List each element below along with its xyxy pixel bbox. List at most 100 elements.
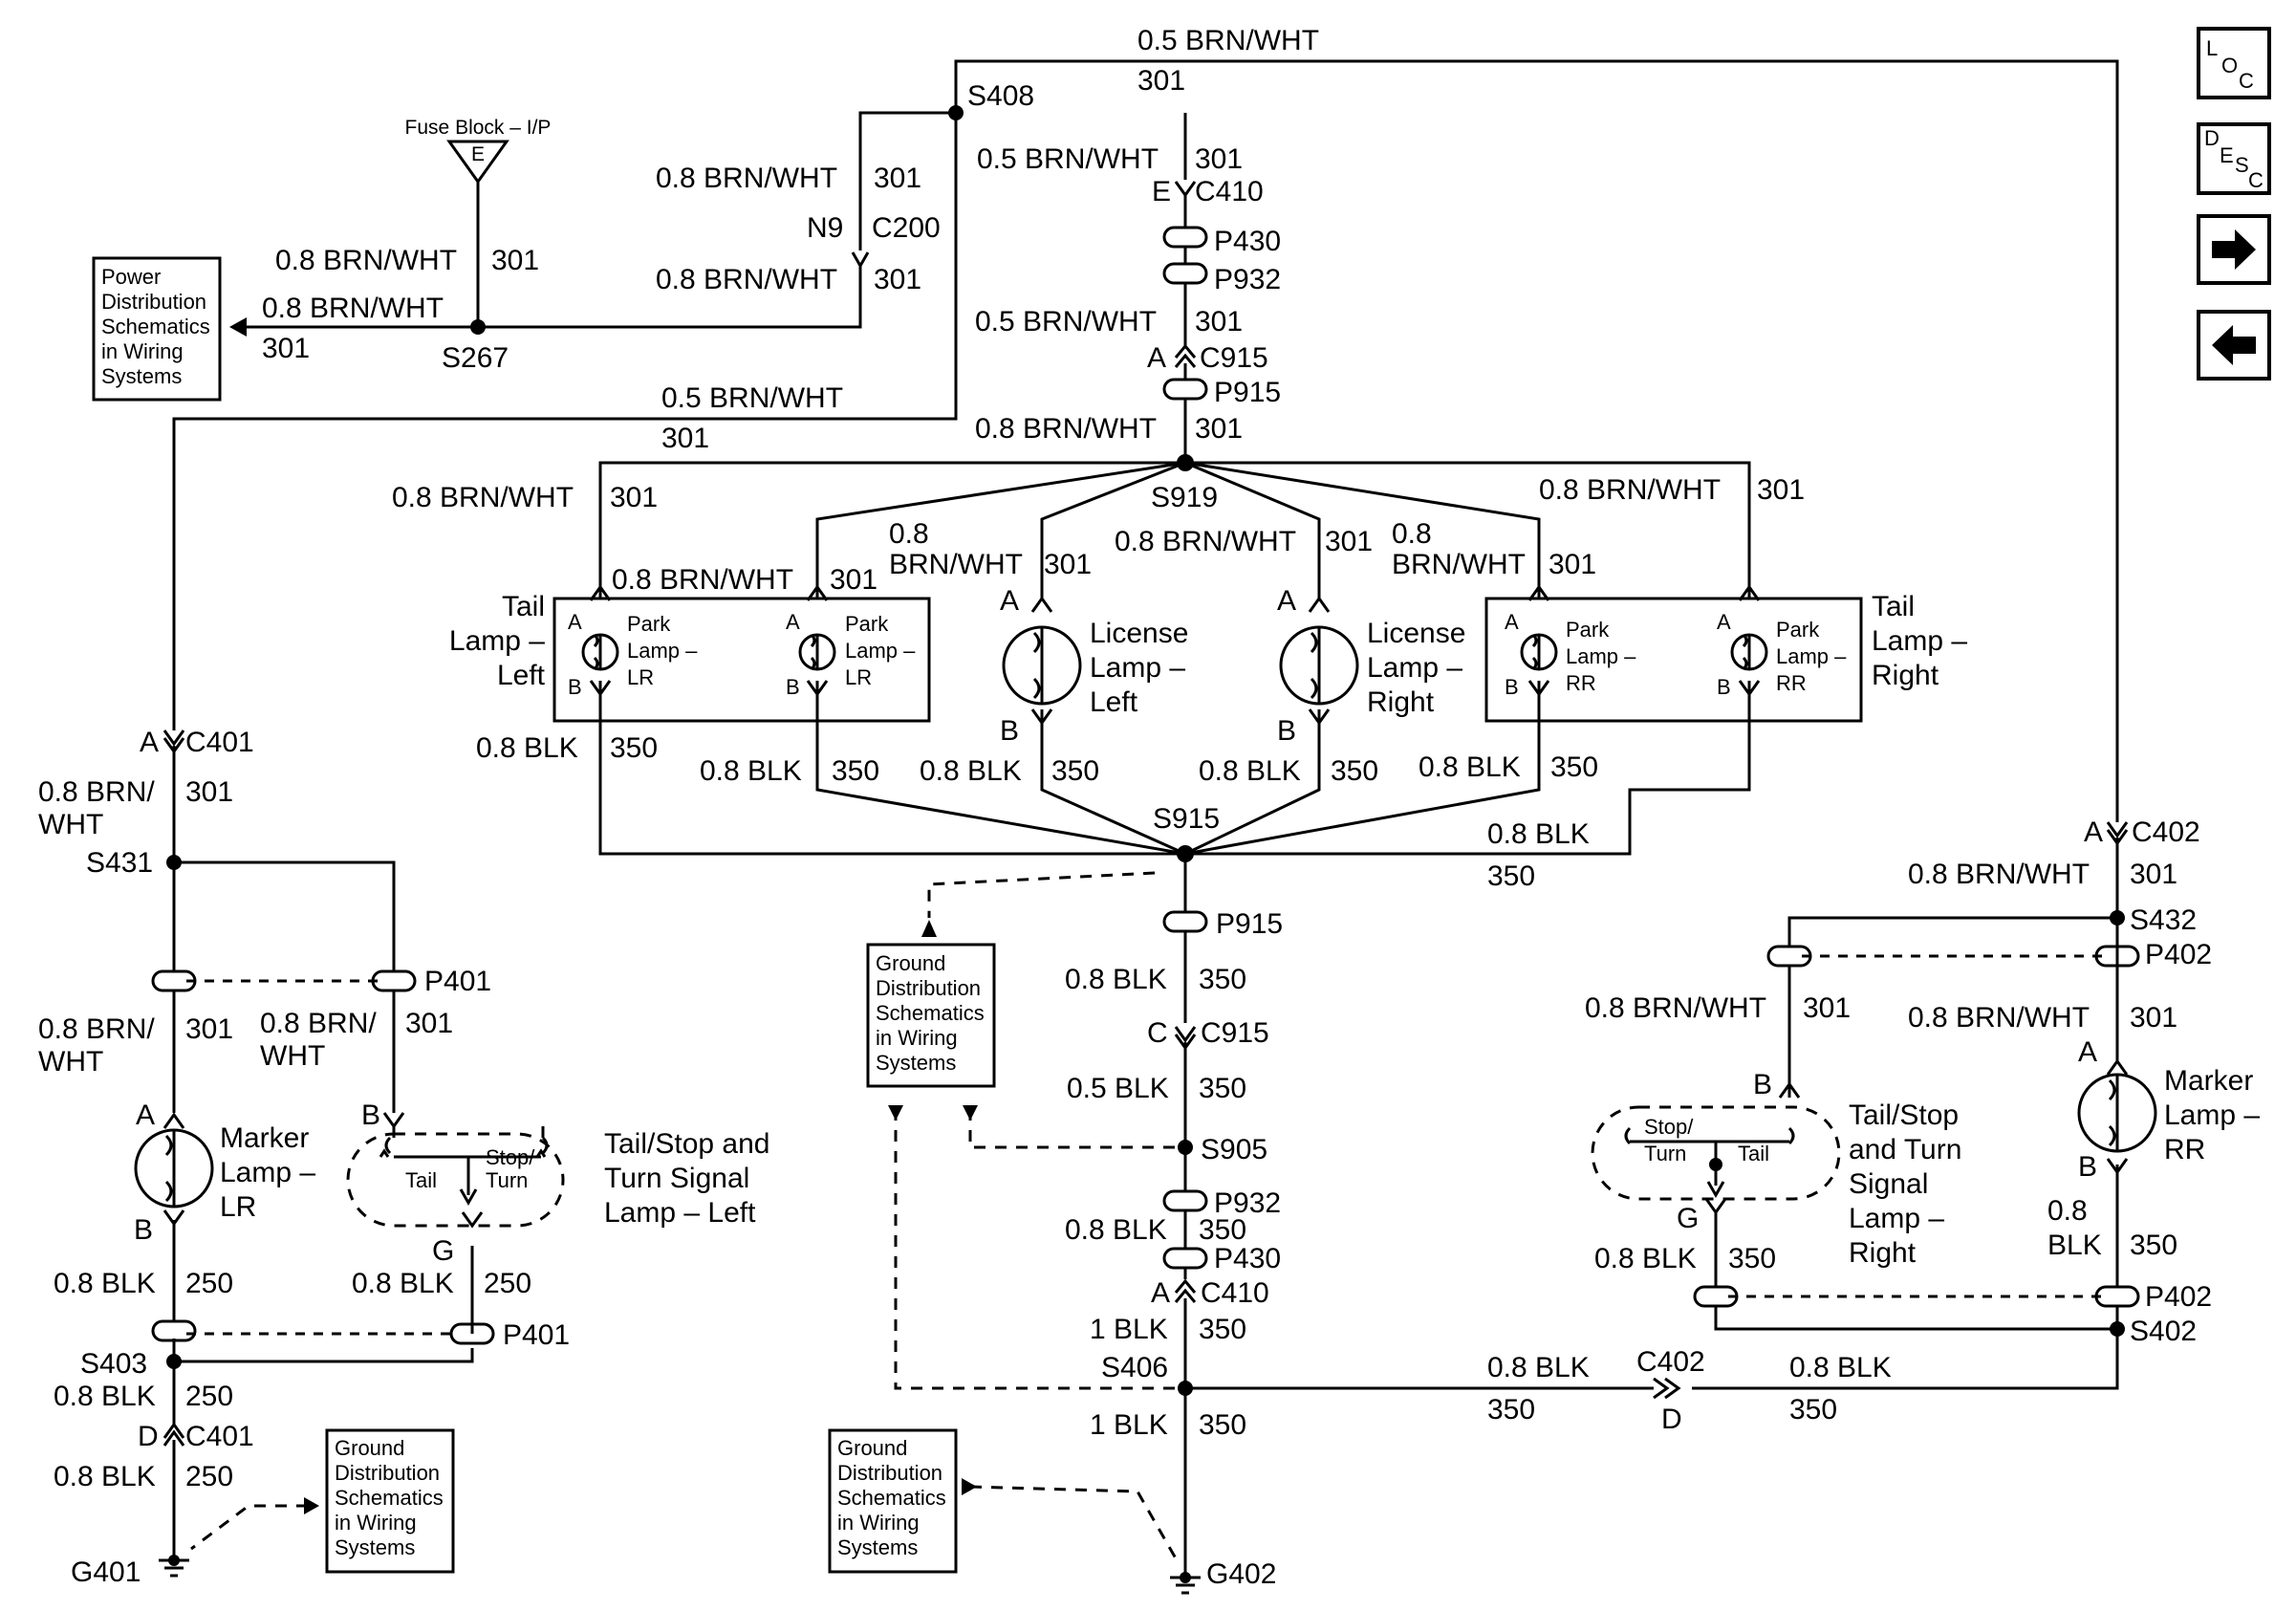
connector-label: C915 bbox=[1200, 342, 1268, 374]
circuit-label: 301 bbox=[262, 333, 310, 364]
circuit-label: 350 bbox=[1550, 751, 1598, 783]
circuit-label: 350 bbox=[832, 755, 879, 787]
pin-label: A bbox=[136, 1099, 155, 1131]
tail-lamp-right-label: Tail bbox=[1872, 591, 1915, 622]
wire-label: 0.8 BRN/ bbox=[260, 1008, 377, 1039]
connector-label: P401 bbox=[424, 966, 491, 997]
circuit-label: 350 bbox=[1331, 755, 1378, 787]
ref-line: Distribution bbox=[876, 976, 981, 1000]
wire-label: BRN/WHT bbox=[889, 549, 1023, 580]
connector-label: C410 bbox=[1201, 1277, 1269, 1309]
circuit-label: 301 bbox=[1137, 65, 1185, 97]
connector-label: P402 bbox=[2145, 939, 2212, 970]
pin-label: E bbox=[1152, 176, 1171, 207]
wire-label: 0.8 bbox=[2047, 1195, 2088, 1227]
next-button[interactable] bbox=[2197, 214, 2271, 285]
connector-marks bbox=[151, 181, 2140, 1447]
splice-dots bbox=[166, 105, 2125, 1396]
arrow-right-icon bbox=[2212, 229, 2256, 270]
pin-label: A bbox=[786, 610, 800, 634]
pin-label: B bbox=[361, 1099, 380, 1131]
wire-label: 0.5 BRN/WHT bbox=[975, 306, 1157, 337]
pin-label: D bbox=[138, 1421, 159, 1452]
splice-label: S905 bbox=[1201, 1134, 1267, 1165]
pin-label: C bbox=[1147, 1017, 1168, 1049]
stop-label: Stop/ bbox=[1644, 1115, 1694, 1139]
circuit-label: 350 bbox=[1199, 1409, 1246, 1441]
tail-stop-turn-lamps bbox=[346, 1081, 1841, 1229]
circuit-label: 301 bbox=[1757, 474, 1805, 506]
marker-lamp-lr-label: Lamp – bbox=[220, 1157, 315, 1188]
connector-label: P430 bbox=[1214, 1243, 1281, 1274]
arrow-left-icon bbox=[2212, 325, 2256, 365]
circuit-label: 350 bbox=[610, 732, 658, 764]
fuse-block-label: Fuse Block – I/P bbox=[405, 117, 552, 139]
license-lamp-right-label: License bbox=[1367, 618, 1465, 649]
circuit-label: 350 bbox=[1199, 1073, 1246, 1104]
park-lamp-lr-label: LR bbox=[845, 665, 872, 689]
tail-lamp-right-label: Lamp – bbox=[1872, 625, 1967, 657]
prev-button[interactable] bbox=[2197, 310, 2271, 381]
park-lamp-rr-label: RR bbox=[1566, 671, 1596, 695]
pin-label: G bbox=[432, 1235, 454, 1267]
ref-line: Schematics bbox=[876, 1001, 985, 1025]
pin-label: A bbox=[1151, 1277, 1170, 1309]
svg-text:O: O bbox=[2221, 54, 2238, 77]
splice-label: S267 bbox=[442, 342, 509, 374]
wire-label: 1 BLK bbox=[1090, 1409, 1168, 1441]
ref-line: Schematics bbox=[837, 1486, 946, 1510]
ref-line: Systems bbox=[876, 1051, 956, 1075]
connector-label: P915 bbox=[1214, 377, 1281, 408]
pin-label: A bbox=[2084, 816, 2103, 848]
fuse-pin: E bbox=[471, 143, 485, 165]
wire-label: 0.8 BLK bbox=[1594, 1243, 1697, 1274]
ref-line: Systems bbox=[101, 364, 182, 388]
pin-label: B bbox=[786, 675, 800, 699]
circuit-label: 301 bbox=[1325, 526, 1373, 557]
wire-label: 0.8 BRN/WHT bbox=[656, 163, 837, 194]
labels: 0.5 BRN/WHT 301 S408 0.5 BRN/WHT 301 E C… bbox=[38, 25, 2260, 1590]
pin-label: N9 bbox=[807, 212, 843, 244]
wire-label: 0.8 BLK bbox=[54, 1268, 156, 1299]
circuit-label: 301 bbox=[2130, 859, 2177, 890]
wire-label: 0.8 BRN/WHT bbox=[1539, 474, 1721, 506]
license-lamps bbox=[1002, 596, 1359, 726]
marker-lamp-rr-label: Lamp – bbox=[2164, 1099, 2260, 1131]
park-lamp-rr-label: RR bbox=[1776, 671, 1807, 695]
circuit-label: 301 bbox=[874, 264, 921, 295]
wire-label: 0.8 BLK bbox=[54, 1381, 156, 1412]
circuit-label: 301 bbox=[1549, 549, 1596, 580]
ground-distribution-ref-center[interactable]: Ground Distribution Schematics in Wiring… bbox=[866, 943, 996, 1088]
power-distribution-ref[interactable]: Power Distribution Schematics in Wiring … bbox=[92, 256, 222, 402]
wire-label: 0.8 bbox=[889, 518, 929, 550]
circuit-label: 250 bbox=[484, 1268, 531, 1299]
tail-stop-turn-left-label: Lamp – Left bbox=[604, 1197, 756, 1229]
circuit-label: 301 bbox=[185, 1013, 233, 1045]
wire-label: 0.8 BLK bbox=[1487, 818, 1590, 850]
ref-line: Schematics bbox=[335, 1486, 444, 1510]
connector-label: P430 bbox=[1214, 226, 1281, 257]
splice-label: S431 bbox=[86, 847, 153, 879]
wire-label: 0.8 BRN/ bbox=[38, 1013, 155, 1045]
park-lamp-lr-label: Lamp – bbox=[627, 639, 698, 663]
circuit-label: 250 bbox=[185, 1381, 233, 1412]
ref-line: Distribution bbox=[101, 290, 206, 314]
wire-label: 0.8 BRN/WHT bbox=[262, 293, 444, 324]
svg-text:C: C bbox=[2239, 69, 2254, 93]
loc-button[interactable]: L O C bbox=[2197, 27, 2271, 99]
wire-label: 0.5 BRN/WHT bbox=[1137, 25, 1319, 56]
circuit-label: 250 bbox=[185, 1268, 233, 1299]
tail-label: Tail bbox=[405, 1168, 437, 1192]
wire-label: 0.5 BRN/WHT bbox=[661, 382, 843, 414]
tail-lamp-left-label: Lamp – bbox=[449, 625, 545, 657]
connector-label: P402 bbox=[2145, 1281, 2212, 1313]
pin-label: A bbox=[568, 610, 582, 634]
wire-label: 0.8 BRN/WHT bbox=[656, 264, 837, 295]
ground-distribution-ref-left[interactable]: Ground Distribution Schematics in Wiring… bbox=[325, 1428, 455, 1574]
wire-label: 0.8 BRN/WHT bbox=[1908, 859, 2090, 890]
desc-button[interactable]: D E S C bbox=[2197, 122, 2271, 195]
ground-distribution-ref-bottom[interactable]: Ground Distribution Schematics in Wiring… bbox=[828, 1428, 958, 1574]
wire-label: 0.8 BRN/WHT bbox=[392, 482, 574, 513]
wire-label: 0.8 BRN/WHT bbox=[275, 245, 457, 276]
